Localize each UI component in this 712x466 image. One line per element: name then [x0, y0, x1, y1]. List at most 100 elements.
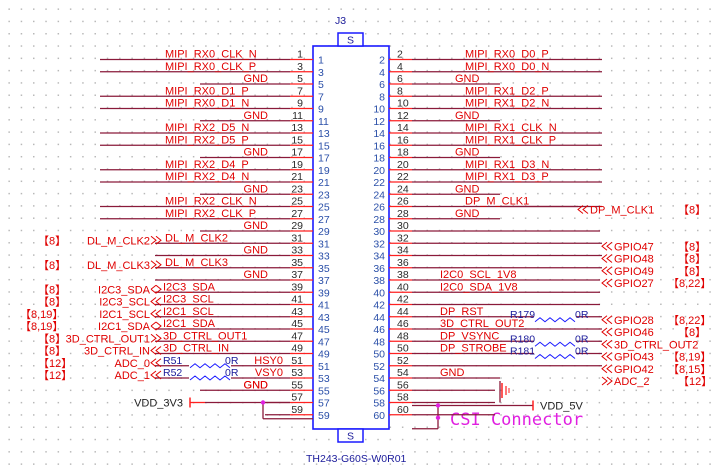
resistor-refdes: R179 — [510, 309, 535, 321]
connector-tab-top-label: S — [347, 35, 354, 47]
port-arrow-icon — [150, 333, 162, 343]
inner-pin-number: 49 — [318, 349, 330, 361]
net-label: GND — [455, 208, 480, 220]
inner-pin-number: 20 — [373, 165, 385, 177]
net-label: DL_M_CLK2 — [165, 232, 228, 244]
port-arrow-icon — [150, 358, 162, 368]
port-name: GPIO42 — [614, 364, 654, 376]
net-label: MIPI_RX2_D5_P — [165, 134, 249, 146]
outer-pin-number: 19 — [291, 159, 303, 171]
port-sheet-ref: 【8】 — [678, 253, 706, 266]
inner-pin-number: 42 — [373, 300, 385, 312]
resistor-gap — [534, 314, 576, 322]
outer-pin-number: 52 — [397, 355, 409, 367]
connector-tab-top — [337, 32, 364, 47]
outer-pin-number: 14 — [397, 122, 409, 134]
port-name: GPIO28 — [614, 315, 654, 327]
net-label: MIPI_RX0_D0_P — [465, 49, 549, 61]
port-arrow-icon — [577, 205, 589, 214]
outer-pin-number: 15 — [291, 134, 303, 146]
net-label: GND — [244, 220, 269, 232]
net-label: I2C0_SDA_1V8 — [440, 281, 518, 293]
resistor-icon — [534, 317, 576, 323]
port-name: ADC_0 — [115, 358, 150, 370]
resistor-gap — [534, 339, 576, 347]
net-label: GND — [244, 110, 269, 122]
net-label: GND — [244, 379, 269, 391]
inner-pin-number: 47 — [318, 336, 330, 348]
outer-pin-number: 53 — [291, 367, 303, 379]
inner-pin-number: 16 — [373, 140, 385, 152]
inner-pin-number: 7 — [318, 91, 324, 103]
resistor-gap — [534, 351, 576, 359]
inner-pin-number: 26 — [373, 202, 385, 214]
inner-pin-number: 43 — [318, 312, 330, 324]
net-label: MIPI_RX1_D3_N — [465, 159, 549, 171]
port-sheet-ref: 【8,15】 — [668, 363, 711, 376]
resistor-icon — [189, 375, 231, 381]
net-label: GND — [244, 379, 269, 391]
resistor-icon — [189, 363, 231, 369]
sheet-title: CSI Connector — [450, 410, 583, 430]
port-name: I2C3_SDA — [98, 284, 151, 296]
outer-pin-number: 8 — [397, 85, 403, 97]
inner-pin-number: 45 — [318, 324, 330, 336]
outer-pin-number: 46 — [397, 318, 409, 330]
outer-pin-number: 6 — [397, 73, 403, 85]
inner-pin-number: 21 — [318, 177, 330, 189]
inner-pin-number: 13 — [318, 128, 330, 140]
port-arrow-icon — [601, 364, 613, 374]
inner-pin-number: 15 — [318, 140, 330, 152]
net-label: MIPI_RX1_CLK_P — [465, 134, 556, 146]
net-label: GND — [244, 147, 269, 159]
resistor-gap — [189, 360, 231, 368]
outer-pin-number: 11 — [292, 110, 303, 122]
power-label-vdd-3v3: VDD_3V3 — [134, 398, 183, 410]
port-sheet-ref: 【12】 — [678, 375, 712, 388]
inner-pin-number: 29 — [318, 226, 330, 238]
inner-pin-number: 3 — [318, 67, 324, 79]
port-arrow-icon — [601, 278, 613, 288]
net-label: HSY0 — [254, 355, 283, 367]
inner-pin-number: 32 — [373, 238, 385, 250]
net-label: 3D_CTRL_OUT2 — [440, 318, 524, 330]
net-label: GND — [455, 183, 480, 195]
inner-pin-number: 54 — [373, 373, 385, 385]
outer-pin-number: 22 — [397, 171, 409, 183]
outer-pin-number: 51 — [291, 355, 303, 367]
outer-pin-number: 21 — [291, 171, 303, 183]
net-label: GND — [244, 73, 269, 85]
net-label: MIPI_RX2_D4_N — [165, 171, 249, 183]
net-label: GND — [440, 367, 465, 379]
inner-pin-number: 50 — [373, 349, 385, 361]
port-name: 3D_CTRL_IN — [84, 346, 150, 358]
inner-pin-number: 33 — [318, 251, 330, 263]
port-sheet-ref: 【8】 — [678, 265, 706, 278]
port-arrow-icon — [150, 284, 162, 294]
connector-tab-bottom — [337, 428, 364, 443]
net-label: DP_RST — [440, 306, 484, 318]
port-name: DL_M_CLK3 — [87, 260, 150, 272]
inner-pin-number: 2 — [379, 55, 385, 67]
outer-pin-number: 47 — [291, 330, 303, 342]
outer-pin-number: 10 — [397, 98, 409, 110]
net-label: I2C1_SCL — [163, 306, 214, 318]
net-label: GND — [244, 183, 269, 195]
inner-pin-number: 12 — [373, 116, 385, 128]
inner-pin-number: 22 — [373, 177, 385, 189]
port-name: GPIO47 — [614, 241, 654, 253]
outer-pin-number: 18 — [397, 147, 409, 159]
inner-pin-number: 44 — [373, 312, 385, 324]
inner-pin-number: 52 — [373, 361, 385, 373]
outer-pin-number: 1 — [297, 49, 303, 61]
port-sheet-ref: 【8】 — [678, 204, 706, 217]
port-sheet-ref: 【8,22】 — [668, 314, 711, 327]
resistor-refdes: R52 — [163, 367, 182, 379]
inner-pin-number: 4 — [379, 67, 385, 79]
outer-pin-number: 13 — [291, 122, 303, 134]
outer-pin-number: 24 — [397, 183, 409, 195]
outer-pin-number: 39 — [291, 281, 303, 293]
inner-pin-number: 36 — [373, 263, 385, 275]
port-name: GPIO43 — [614, 352, 654, 364]
